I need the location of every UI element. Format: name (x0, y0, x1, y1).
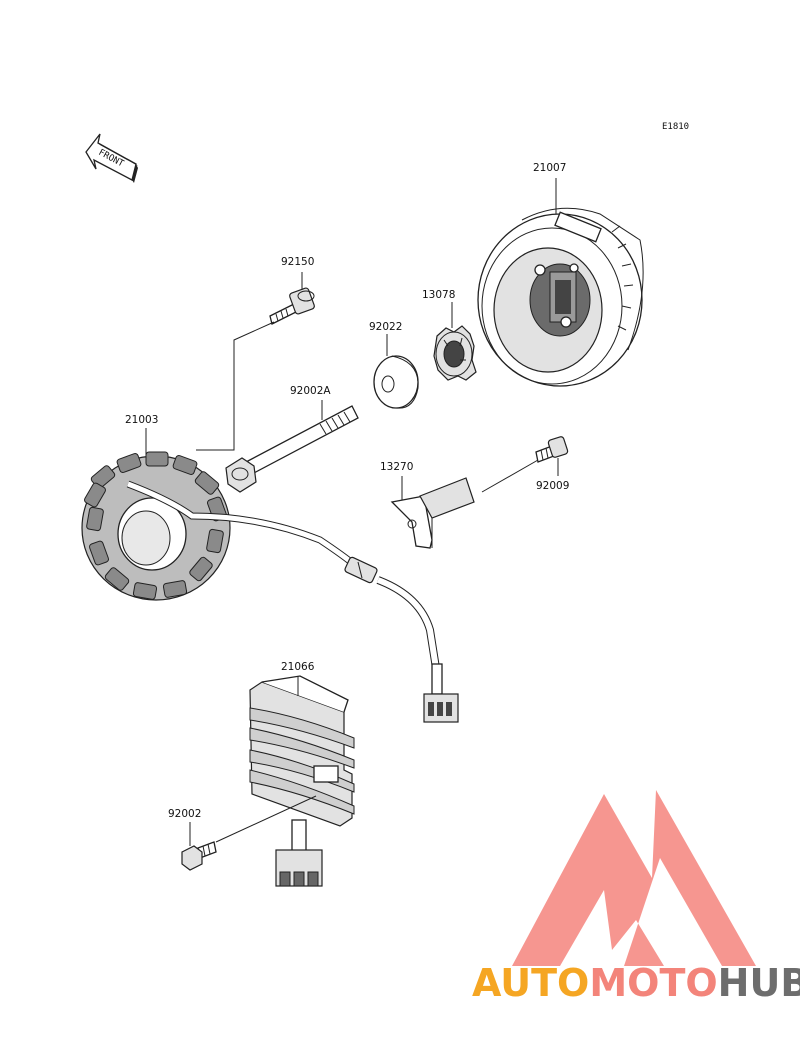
regulator-rectifier-21066[interactable] (249, 675, 355, 887)
bracket-13270[interactable] (390, 477, 475, 549)
label-92150[interactable]: 92150 (281, 256, 314, 268)
label-92009[interactable]: 92009 (536, 480, 569, 492)
front-arrow-icon: FRONT (85, 133, 138, 183)
bolt-92150[interactable] (269, 287, 315, 325)
washer-92022[interactable] (373, 355, 419, 409)
label-21066[interactable]: 21066 (281, 661, 315, 673)
starter-gear-13078[interactable] (433, 325, 477, 381)
bolt-92002[interactable] (181, 841, 217, 871)
diagram-code: E1810 (662, 122, 689, 132)
stator-coil-21003[interactable] (81, 451, 231, 601)
leader-92009-mount (481, 459, 539, 493)
long-bolt-92002A[interactable] (225, 405, 359, 493)
label-13270[interactable]: 13270 (380, 461, 413, 473)
stator-wiring-harness (126, 480, 459, 723)
flywheel-rotor-21007[interactable] (477, 207, 644, 387)
leader-92150-mount (196, 321, 275, 451)
label-92022[interactable]: 92022 (369, 321, 402, 333)
label-92002A[interactable]: 92002A (290, 385, 331, 397)
label-13078[interactable]: 13078 (422, 289, 455, 301)
label-21003[interactable]: 21003 (125, 414, 158, 426)
automotohub-logo-icon (512, 790, 756, 966)
screw-92009[interactable] (535, 436, 569, 463)
label-92002[interactable]: 92002 (168, 808, 201, 820)
label-21007[interactable]: 21007 (533, 162, 566, 174)
leader-92002-mount (215, 795, 317, 843)
watermark-wordmark: AUTOMOTOHUB (472, 961, 800, 1005)
